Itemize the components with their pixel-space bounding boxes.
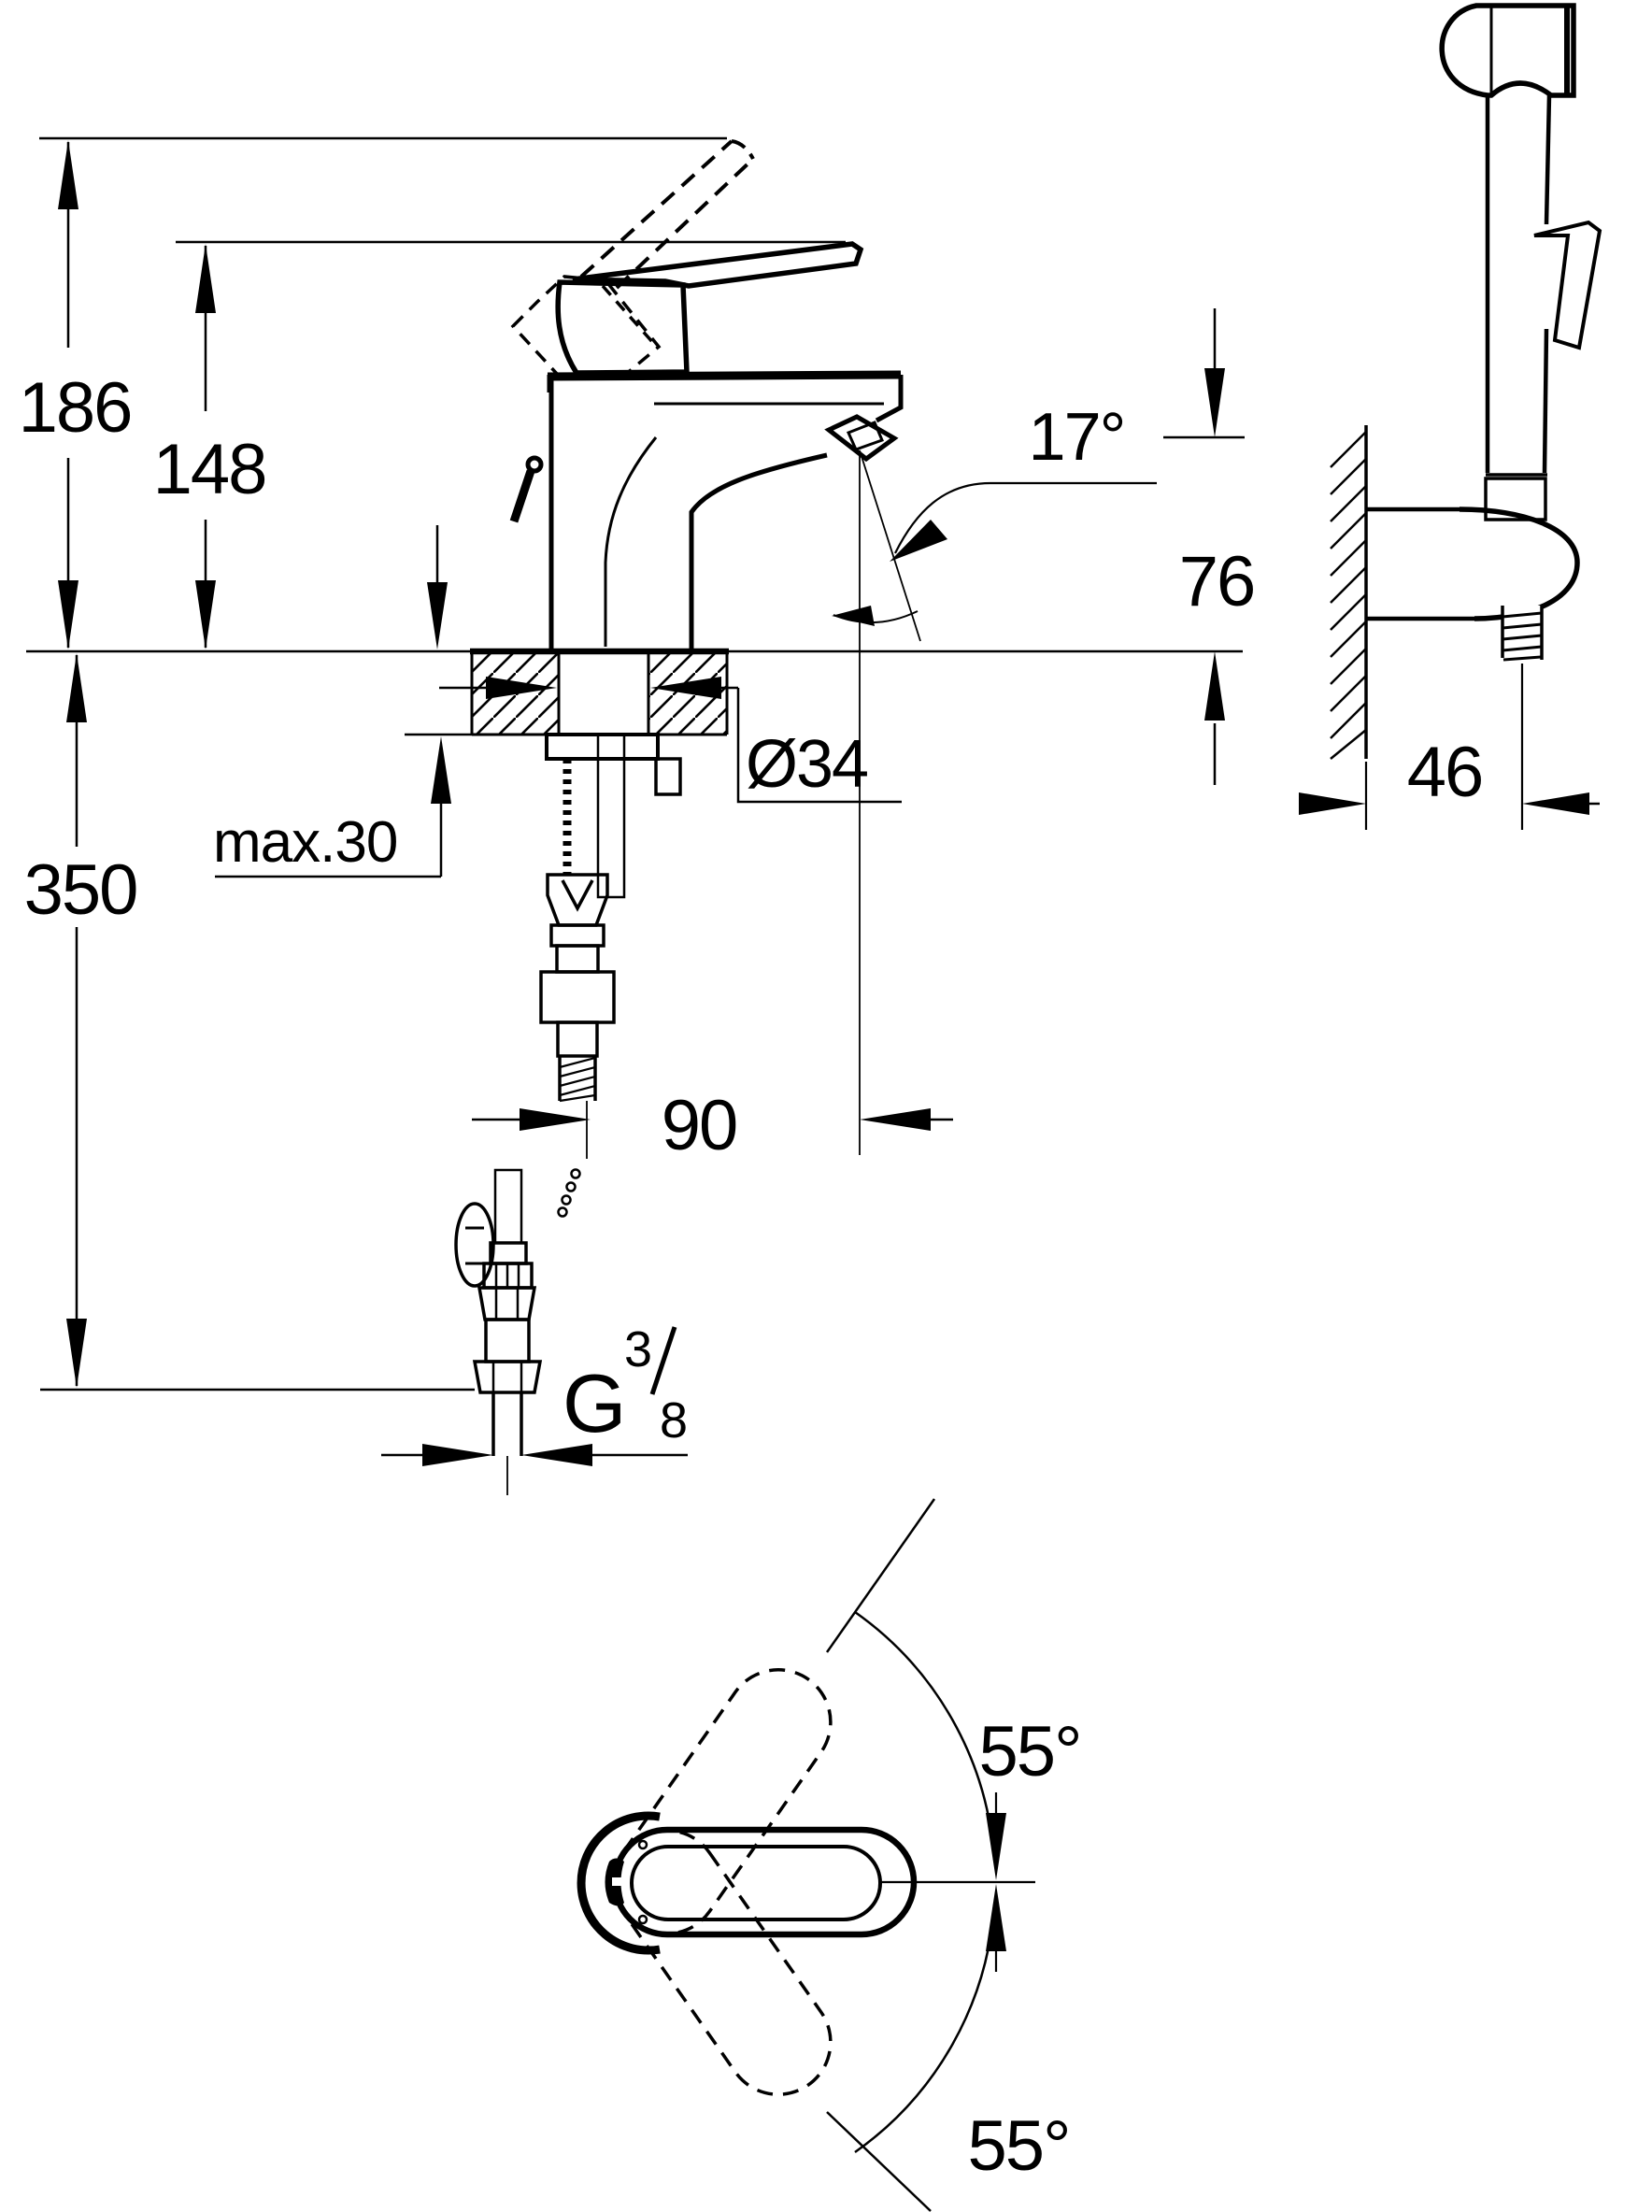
lever-swung-down-dashed (612, 1829, 833, 2096)
dim-label-g: G (563, 1357, 626, 1449)
open-lever-dashed-top (579, 139, 733, 278)
connector-ring (549, 923, 605, 948)
main-view-basin-mixer: 186 148 (19, 136, 1256, 1495)
connector-sleeve (556, 1020, 599, 1058)
lever-swung-up-dashed (612, 1668, 833, 1935)
open-lever-dashed-bottom (615, 157, 755, 290)
knurled-nut (539, 970, 616, 1024)
dimension-76: 76 (1163, 308, 1256, 785)
dimension-148: 148 (153, 244, 267, 649)
flex-hose-upper (596, 733, 626, 899)
dim-label-46: 46 (1407, 733, 1483, 812)
wall-hatch (1330, 431, 1367, 760)
dim-label-76: 76 (1179, 542, 1255, 621)
supply-hose-lower (454, 1168, 581, 1495)
faucet-body (509, 139, 904, 649)
lever-blade (572, 241, 864, 289)
pull-rod (509, 469, 535, 523)
swing-arc-upper (854, 1610, 996, 1861)
lever-grip (555, 279, 690, 376)
angle-leader-arrow (890, 520, 947, 562)
dim-label-g-den: 8 (660, 1392, 688, 1449)
hose-tag (454, 1202, 495, 1288)
swing-arc-lower (854, 1904, 996, 2154)
dimension-46: 46 (1299, 664, 1600, 830)
stream-angle-line (859, 450, 921, 642)
connector-cylinder (555, 944, 600, 974)
swing-leg-lower (826, 2111, 932, 2212)
dim-label-90: 90 (662, 1086, 737, 1165)
angle-arc-arrow (832, 606, 875, 626)
angle-leader (894, 481, 991, 554)
dimension-90: 90 (472, 1086, 953, 1165)
fraction-slash (649, 1326, 677, 1395)
hand-shower-view: 46 (1299, 3, 1602, 830)
spout-angle-17: 17° (832, 400, 1157, 1155)
aerator (824, 414, 899, 463)
open-lever-dashed-tip (731, 139, 755, 160)
flex-hose-lower (493, 1168, 523, 1245)
dia34-leader (736, 688, 902, 804)
holder-body (1459, 507, 1580, 621)
dimension-g38: G 3 8 (381, 1321, 688, 1466)
dim-label-186: 186 (19, 368, 132, 448)
spout-underside (689, 452, 828, 649)
washer-step (654, 757, 682, 796)
shower-coupling-knurl (1484, 477, 1547, 521)
shower-handle-right-lower (1542, 328, 1549, 474)
dim-label-g-num: 3 (624, 1321, 652, 1377)
dimension-186: 186 (19, 140, 133, 649)
dimension-350: 350 (24, 653, 475, 1391)
shower-hose-exit (1501, 606, 1544, 662)
dim-label-350: 350 (24, 850, 137, 930)
shower-trigger-clip (1533, 220, 1602, 350)
body-inner-curve (604, 436, 658, 647)
mounting-washer (545, 733, 660, 761)
body-top-deck (547, 370, 902, 381)
hose-crimp (489, 1241, 528, 1265)
dim-label-148: 148 (153, 430, 266, 509)
g38-nut (472, 1360, 543, 1394)
lever-swing-plan-view: 55° 55° (577, 1498, 1082, 2212)
thread-lines (559, 1056, 596, 1103)
aerator-screen (846, 421, 884, 451)
pull-rod-knob (525, 455, 544, 474)
dim-label-dia34: Ø34 (746, 727, 867, 802)
dim-label-max30: max.30 (213, 810, 397, 875)
lever-plan-cap (577, 1811, 661, 1955)
open-lever-dashed-edge (601, 284, 656, 346)
valve-body (484, 1318, 531, 1363)
shower-head (1439, 3, 1576, 98)
lever-plan-inner (630, 1845, 882, 1921)
dimension-max30: max.30 (213, 525, 472, 878)
dim-label-17deg: 17° (1029, 400, 1125, 475)
deck-right-edge (875, 375, 904, 423)
dim-label-55-down: 55° (968, 2106, 1070, 2186)
dimension-dia34: Ø34 (439, 677, 902, 804)
union-nut (477, 1286, 537, 1321)
swing-leg-upper (825, 1498, 936, 1653)
mounting-hardware (539, 733, 682, 1159)
shower-handle-right-upper (1544, 94, 1552, 225)
dim-label-55-up: 55° (979, 1712, 1081, 1791)
